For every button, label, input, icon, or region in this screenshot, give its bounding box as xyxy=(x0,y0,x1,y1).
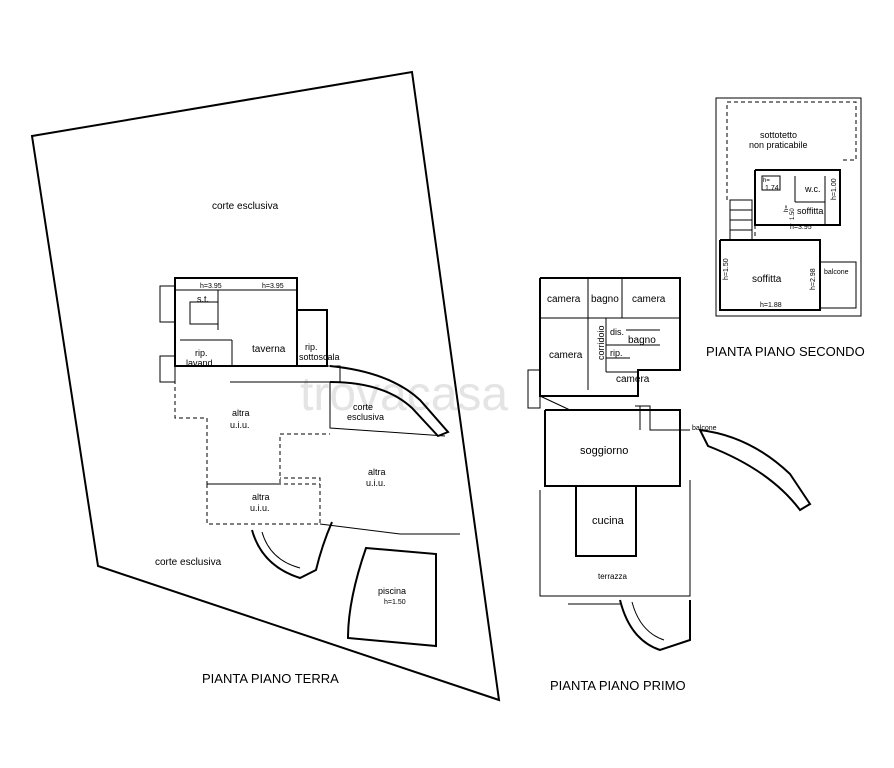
room-label-piscina-h: h=1.50 xyxy=(384,599,406,606)
room-label-altra3a: altra xyxy=(252,492,270,502)
room-label-lavand: lavand. xyxy=(186,358,215,368)
ground-floor-plan: corte esclusiva corte esclusiva h=3.95 h… xyxy=(30,70,501,702)
second-floor-title: PIANTA PIANO SECONDO xyxy=(706,344,865,359)
room-label-camera2: camera xyxy=(632,294,666,305)
ground-floor-title: PIANTA PIANO TERRA xyxy=(202,671,339,686)
first-floor-title: PIANTA PIANO PRIMO xyxy=(550,678,686,693)
room-label-hm1: h= xyxy=(763,178,770,184)
room-label-altra1a: altra xyxy=(232,408,250,418)
room-label-sottoscala: sottoscala xyxy=(299,352,340,362)
room-label-soggiorno: soggiorno xyxy=(580,445,628,457)
room-label-hm2: 1.74 xyxy=(765,185,779,192)
second-floor-plan: sottotetto non praticabile h= 1.74 w.c. … xyxy=(706,97,865,359)
room-label-h395: h=3.95 xyxy=(790,224,812,231)
watermark-text: trovacasa xyxy=(300,368,508,421)
room-label-h188: h=1.88 xyxy=(760,302,782,309)
room-label-altra3b: u.i.u. xyxy=(250,503,270,513)
room-label-altra1b: u.i.u. xyxy=(230,420,250,430)
room-label-piscina: piscina xyxy=(378,586,406,596)
room-label-camera3: camera xyxy=(549,350,583,361)
room-label-bagno2: bagno xyxy=(628,335,656,346)
room-label-cucina: cucina xyxy=(592,515,625,527)
room-label-h100: h=1.00 xyxy=(831,178,838,200)
room-label-rip: rip. xyxy=(610,348,623,358)
room-label-h150a: h= xyxy=(784,205,790,212)
room-label-camera1: camera xyxy=(547,294,581,305)
room-label-corte-top: corte esclusiva xyxy=(212,201,279,212)
room-label-altra2a: altra xyxy=(368,467,386,477)
room-label-wc: w.c. xyxy=(804,184,821,194)
room-label-rip2: rip. xyxy=(305,342,318,352)
room-label-dis: dis. xyxy=(610,327,624,337)
room-label-terrazza: terrazza xyxy=(598,572,627,581)
room-label-sottotetto1: sottotetto xyxy=(760,130,797,140)
room-label-h1: h=3.95 xyxy=(200,283,222,290)
room-label-corte-side1: corte xyxy=(353,402,373,412)
room-label-balcone: balcone xyxy=(692,425,717,432)
room-label-h150b: 1.50 xyxy=(790,208,796,220)
room-label-st: s.t. xyxy=(197,294,209,304)
room-label-corte-bottom: corte esclusiva xyxy=(155,557,222,568)
room-label-corridoio: corridoio xyxy=(596,325,606,360)
first-terrace xyxy=(539,480,691,597)
first-living-block xyxy=(544,409,681,487)
room-label-sottotetto2: non praticabile xyxy=(749,140,808,150)
ground-lot-boundary xyxy=(30,70,501,702)
room-label-rip: rip. xyxy=(195,348,208,358)
first-floor-plan: camera bagno camera corridoio dis. bagno… xyxy=(527,277,812,693)
room-label-bagno1: bagno xyxy=(591,294,619,305)
room-label-h298: h=2.98 xyxy=(810,268,817,290)
room-label-altra2b: u.i.u. xyxy=(366,478,386,488)
second-sheet-frame xyxy=(715,97,862,317)
room-label-h150side: h=1.50 xyxy=(723,258,730,280)
room-label-h2: h=3.95 xyxy=(262,283,284,290)
room-label-balcone: balcone xyxy=(824,269,849,276)
room-label-soffitta2: soffitta xyxy=(752,274,782,285)
room-label-camera4: camera xyxy=(616,374,650,385)
room-label-soffitta1: soffitta xyxy=(797,206,823,216)
room-label-taverna: taverna xyxy=(252,344,286,355)
pool-outline xyxy=(346,546,437,648)
room-label-corte-side2: esclusiva xyxy=(347,412,384,422)
